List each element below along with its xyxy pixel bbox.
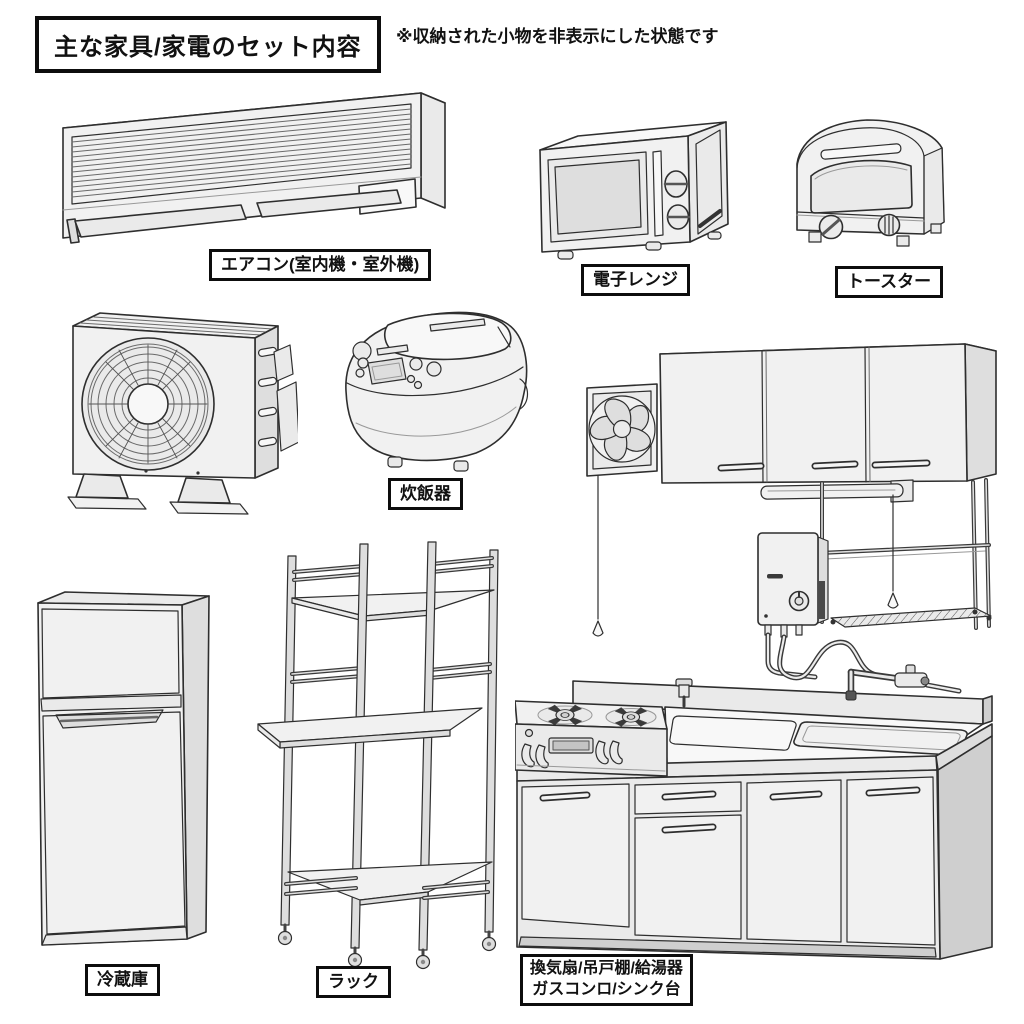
- base-cabinet: [516, 769, 941, 960]
- rack-middle-shelf: [257, 707, 483, 749]
- label-kitchen-set: 換気扇/吊戸棚/給湯器 ガスコンロ/シンク台: [520, 954, 693, 1006]
- label-toaster: トースター: [835, 266, 944, 299]
- refrigerator-illustration: [30, 588, 215, 960]
- gas-valve: [675, 678, 693, 708]
- label-kitchen-set-line2: ガスコンロ/シンク台: [532, 980, 681, 998]
- burner-left: [548, 704, 582, 726]
- microwave-body: [539, 121, 729, 260]
- label-kitchen-set-line1: 換気扇/吊戸棚/給湯器: [530, 960, 683, 977]
- rack-frame: [257, 541, 499, 970]
- aircon-indoor-body: [62, 92, 446, 244]
- page-note: ※収納された小物を非表示にした状態です: [396, 27, 719, 46]
- hanging-shelf-rack: [818, 478, 992, 630]
- label-refrigerator: 冷蔵庫: [85, 964, 160, 997]
- gas-stove: [515, 700, 668, 777]
- ventilation-fan: [586, 383, 658, 637]
- label-microwave: 電子レンジ: [581, 264, 690, 297]
- rack-illustration: [252, 540, 510, 972]
- rack-casters: [277, 923, 497, 970]
- under-cabinet-light: [760, 479, 914, 503]
- label-rack: ラック: [316, 966, 391, 999]
- water-heater: [757, 532, 829, 638]
- label-air-conditioner: エアコン(室内機・室外機): [209, 249, 432, 282]
- toaster-body: [796, 119, 945, 247]
- faucet: [845, 664, 930, 701]
- rice-cooker-illustration: [330, 295, 540, 483]
- aircon-indoor-unit-illustration: [45, 80, 475, 258]
- base-cabinet-handles: [539, 786, 921, 834]
- shelf-pull-cord-handle: [887, 592, 899, 609]
- rack-top-shelf: [291, 589, 495, 622]
- countertop-and-sink: [516, 706, 993, 782]
- rice-cooker-body: [345, 311, 529, 472]
- page-title: 主な家具/家電のセット内容: [35, 16, 381, 73]
- cabinet-door-handles: [717, 459, 931, 472]
- fan-pull-cord-handle: [592, 620, 604, 637]
- aircon-outdoor-unit-illustration: [48, 292, 298, 524]
- microwave-illustration: [528, 110, 743, 262]
- cabinet-side-panel: [937, 735, 993, 960]
- stove-knobs: [521, 740, 623, 769]
- wall-cabinet: [659, 343, 997, 484]
- refrigerator-body: [37, 591, 210, 946]
- kitchen-set-illustration: [515, 335, 1020, 965]
- aircon-outdoor-body: [67, 312, 298, 515]
- toaster-illustration: [785, 112, 947, 254]
- burner-right: [614, 707, 648, 727]
- label-rice-cooker: 炊飯器: [388, 478, 463, 511]
- water-pipes: [765, 632, 962, 694]
